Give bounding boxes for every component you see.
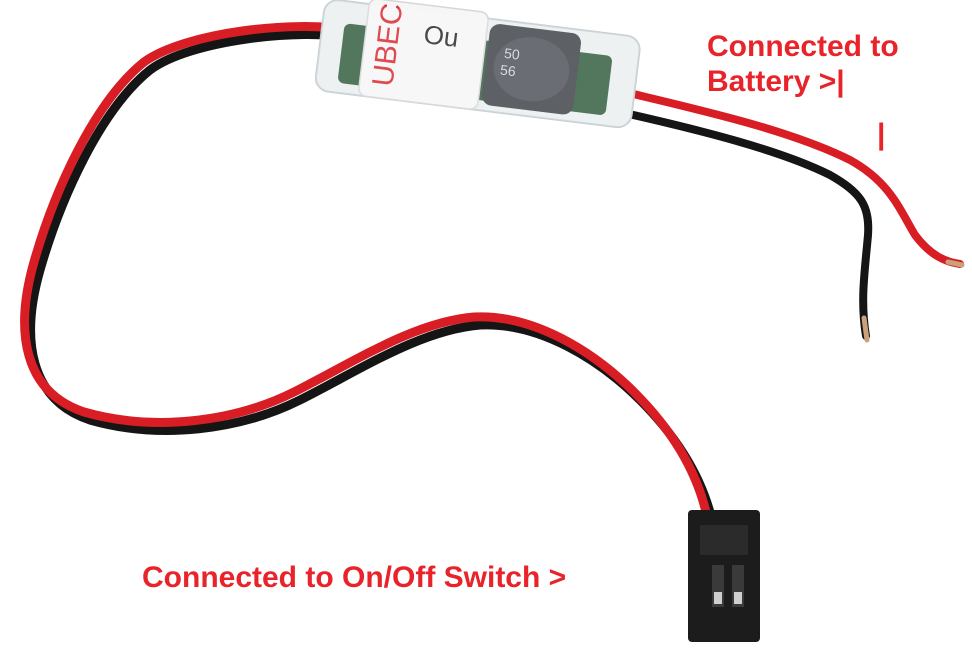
- battery-annotation-line2: Battery >|: [707, 64, 845, 98]
- battery-annotation: Connected to Battery >|: [707, 30, 899, 99]
- module-suffix-text: Ou: [422, 19, 460, 53]
- ubec-module: UBEC Ou 50 56: [314, 0, 641, 129]
- switch-annotation: Connected to On/Off Switch >: [142, 561, 567, 594]
- lead-wire-red: [20, 22, 711, 517]
- battery-wire-black-tip: [861, 315, 870, 343]
- servo-connector: [688, 510, 760, 642]
- capacitor-text-1: 50: [503, 45, 521, 63]
- capacitor-text-2: 56: [499, 62, 517, 80]
- battery-annotation-tick: |: [877, 118, 886, 151]
- battery-wire-red: [621, 88, 964, 268]
- battery-wire-red-tip: [945, 259, 965, 268]
- battery-annotation-line1: Connected to: [707, 30, 899, 63]
- battery-wire-black: [616, 108, 873, 340]
